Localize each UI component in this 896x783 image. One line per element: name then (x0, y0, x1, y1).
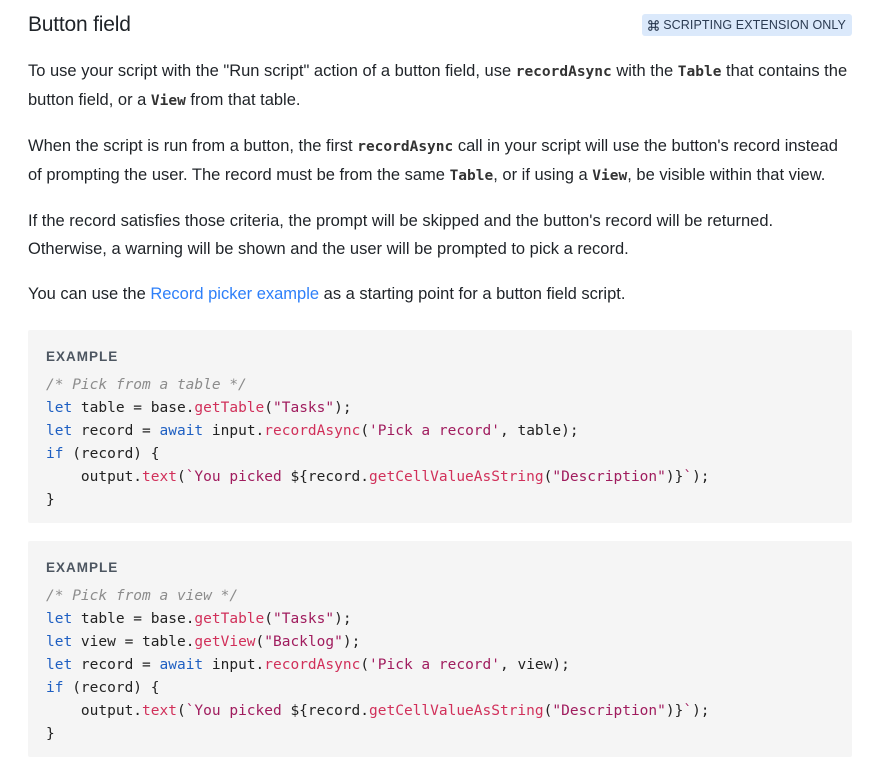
code-keyword: let (46, 399, 73, 416)
inline-code: View (150, 92, 186, 109)
code-text: input. (203, 656, 265, 673)
code-string: "Tasks" (273, 399, 335, 416)
code-keyword: let (46, 610, 73, 627)
code-text: } (46, 725, 55, 742)
code-function: recordAsync (264, 422, 361, 439)
code-text: )} (665, 468, 684, 485)
code-comment: /* Pick from a table */ (46, 376, 247, 393)
section-title: Button field (28, 13, 131, 36)
paragraph-criteria: If the record satisfies those criteria, … (28, 212, 774, 258)
code-block[interactable]: /* Pick from a table */ let table = base… (46, 374, 834, 512)
text: To use your script with the "Run script"… (28, 62, 516, 80)
record-picker-example-link[interactable]: Record picker example (150, 285, 320, 303)
code-text: view = table. (72, 633, 195, 650)
code-string: ` (683, 702, 693, 719)
code-keyword: let (46, 633, 73, 650)
code-text: ( (264, 610, 273, 627)
code-text: ); (334, 610, 352, 627)
code-text: output. (46, 702, 143, 719)
code-function: getCellValueAsString (369, 468, 544, 485)
code-function: getTable (194, 399, 265, 416)
example-label: EXAMPLE (46, 348, 119, 364)
code-function: getCellValueAsString (369, 702, 544, 719)
code-text: input. (203, 422, 265, 439)
code-function: text (142, 702, 177, 719)
code-keyword: await (159, 656, 204, 673)
code-text: ); (334, 399, 352, 416)
code-text: ( (543, 702, 553, 719)
example-label: EXAMPLE (46, 559, 119, 575)
badge-label: SCRIPTING EXTENSION ONLY (663, 18, 846, 32)
code-function: getTable (194, 610, 265, 627)
code-text: ( (543, 468, 553, 485)
text: , or if using a (493, 165, 593, 184)
code-text: ); (692, 702, 710, 719)
inline-code: Table (677, 64, 722, 80)
code-string: "Description" (552, 702, 666, 719)
code-text: record = (72, 656, 160, 673)
code-text: , table); (500, 422, 579, 439)
code-keyword: await (159, 422, 204, 439)
text: You can use the (28, 285, 151, 303)
code-string: "Description" (552, 468, 666, 485)
code-keyword: if (46, 679, 64, 696)
text: from that table. (185, 90, 301, 109)
paragraph-button-field-intro: To use your script with the "Run script"… (28, 58, 852, 115)
scripting-extension-badge: SCRIPTING EXTENSION ONLY (642, 14, 852, 36)
code-function: text (142, 468, 177, 485)
code-text: ${record. (290, 702, 370, 719)
code-string: `You picked (185, 702, 291, 719)
code-text: ( (176, 468, 186, 485)
code-example-view: EXAMPLE /* Pick from a view */ let table… (28, 540, 852, 757)
text: as a starting point for a button field s… (319, 285, 626, 303)
code-string: 'Pick a record' (369, 656, 500, 673)
code-keyword: if (46, 445, 64, 462)
code-string: "Tasks" (273, 610, 335, 627)
code-comment: /* Pick from a view */ (46, 587, 239, 604)
code-string: "Backlog" (264, 633, 343, 650)
code-string: `You picked (185, 468, 291, 485)
code-keyword: let (46, 656, 73, 673)
paragraph-record-picker: You can use the Record picker example as… (28, 281, 852, 309)
inline-code: View (592, 167, 628, 184)
code-text: } (46, 491, 55, 508)
code-text: ); (342, 633, 361, 650)
code-text: table = base. (72, 399, 195, 416)
code-text: ( (360, 656, 370, 673)
code-example-table: EXAMPLE /* Pick from a table */ let tabl… (28, 329, 852, 523)
code-text: ); (692, 468, 710, 485)
command-key-icon (648, 19, 660, 31)
code-string: ` (683, 468, 693, 485)
code-function: getView (194, 633, 256, 650)
section-header: Button field SCRIPTING EXTENSION ONLY (28, 0, 852, 58)
text: , be visible within that view. (627, 165, 826, 184)
code-text: ( (255, 633, 265, 650)
text: that contains the button field, or a (28, 62, 848, 109)
code-text: ${record. (290, 468, 370, 485)
code-block[interactable]: /* Pick from a view */ let table = base.… (46, 585, 834, 746)
code-function: recordAsync (264, 656, 361, 673)
code-text: (record) { (63, 679, 160, 696)
code-text: record = (72, 422, 160, 439)
code-keyword: let (46, 422, 73, 439)
code-string: 'Pick a record' (369, 422, 500, 439)
code-text: table = base. (72, 610, 195, 627)
inline-code: Table (449, 167, 494, 184)
code-text: ( (264, 399, 273, 416)
code-text: (record) { (63, 445, 160, 462)
code-text: output. (46, 468, 143, 485)
text: When the script is run from a button, th… (28, 137, 358, 155)
code-text: ( (176, 702, 186, 719)
text: call in your script will use the button'… (28, 137, 838, 184)
code-text: ( (360, 422, 370, 439)
paragraph-run-from-button: When the script is run from a button, th… (28, 133, 852, 190)
code-text: , view); (500, 656, 570, 673)
inline-code: recordAsync (357, 139, 454, 155)
code-text: )} (665, 702, 684, 719)
inline-code: recordAsync (515, 64, 612, 80)
text: with the (611, 62, 678, 80)
